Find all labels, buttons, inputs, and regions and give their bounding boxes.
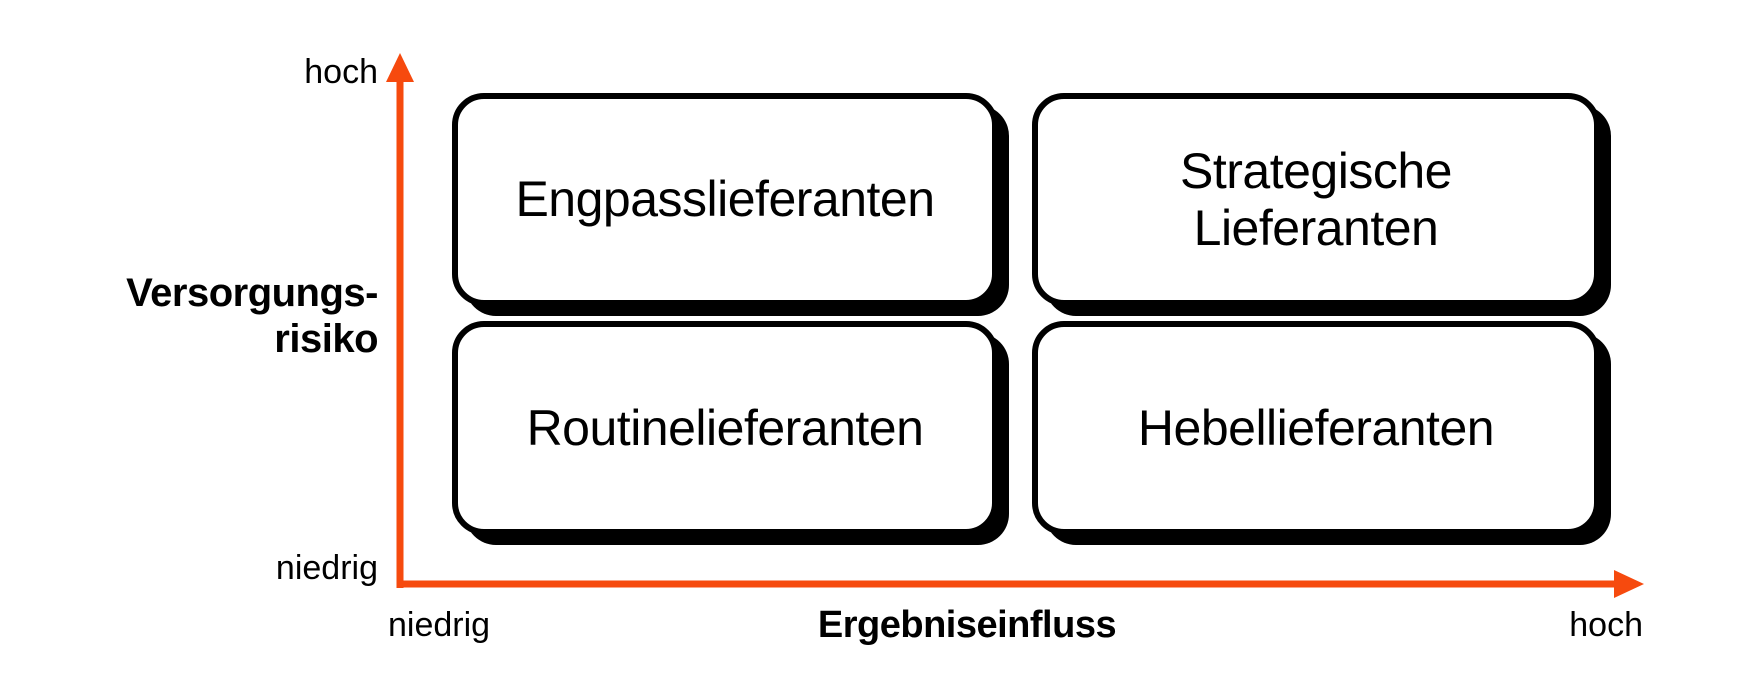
quadrant-leverage-suppliers: Hebellieferanten bbox=[1032, 321, 1600, 535]
x-axis-arrow bbox=[397, 570, 1644, 598]
quadrant-leverage-label: Hebellieferanten bbox=[1137, 399, 1495, 456]
quadrant-strategic-suppliers: Strategische Lieferanten bbox=[1032, 93, 1600, 306]
quadrant-bottleneck-suppliers: Engpasslieferanten bbox=[452, 93, 998, 306]
x-axis-title: Ergebniseinfluss bbox=[817, 604, 1117, 646]
y-axis-label-high: hoch bbox=[304, 53, 378, 91]
quadrant-routine-suppliers: Routinelieferanten bbox=[452, 321, 998, 535]
x-axis-label-low: niedrig bbox=[388, 606, 491, 644]
quadrant-strategic-label: Strategische Lieferanten bbox=[1180, 142, 1452, 256]
y-axis-arrow bbox=[386, 53, 414, 588]
quadrant-routine-label: Routinelieferanten bbox=[526, 399, 924, 456]
y-axis-title: Versorgungs- risiko bbox=[126, 271, 378, 361]
x-axis-label-high: hoch bbox=[1569, 606, 1643, 644]
quadrant-bottleneck-label: Engpasslieferanten bbox=[515, 171, 935, 227]
y-axis-label-low: niedrig bbox=[275, 549, 378, 587]
